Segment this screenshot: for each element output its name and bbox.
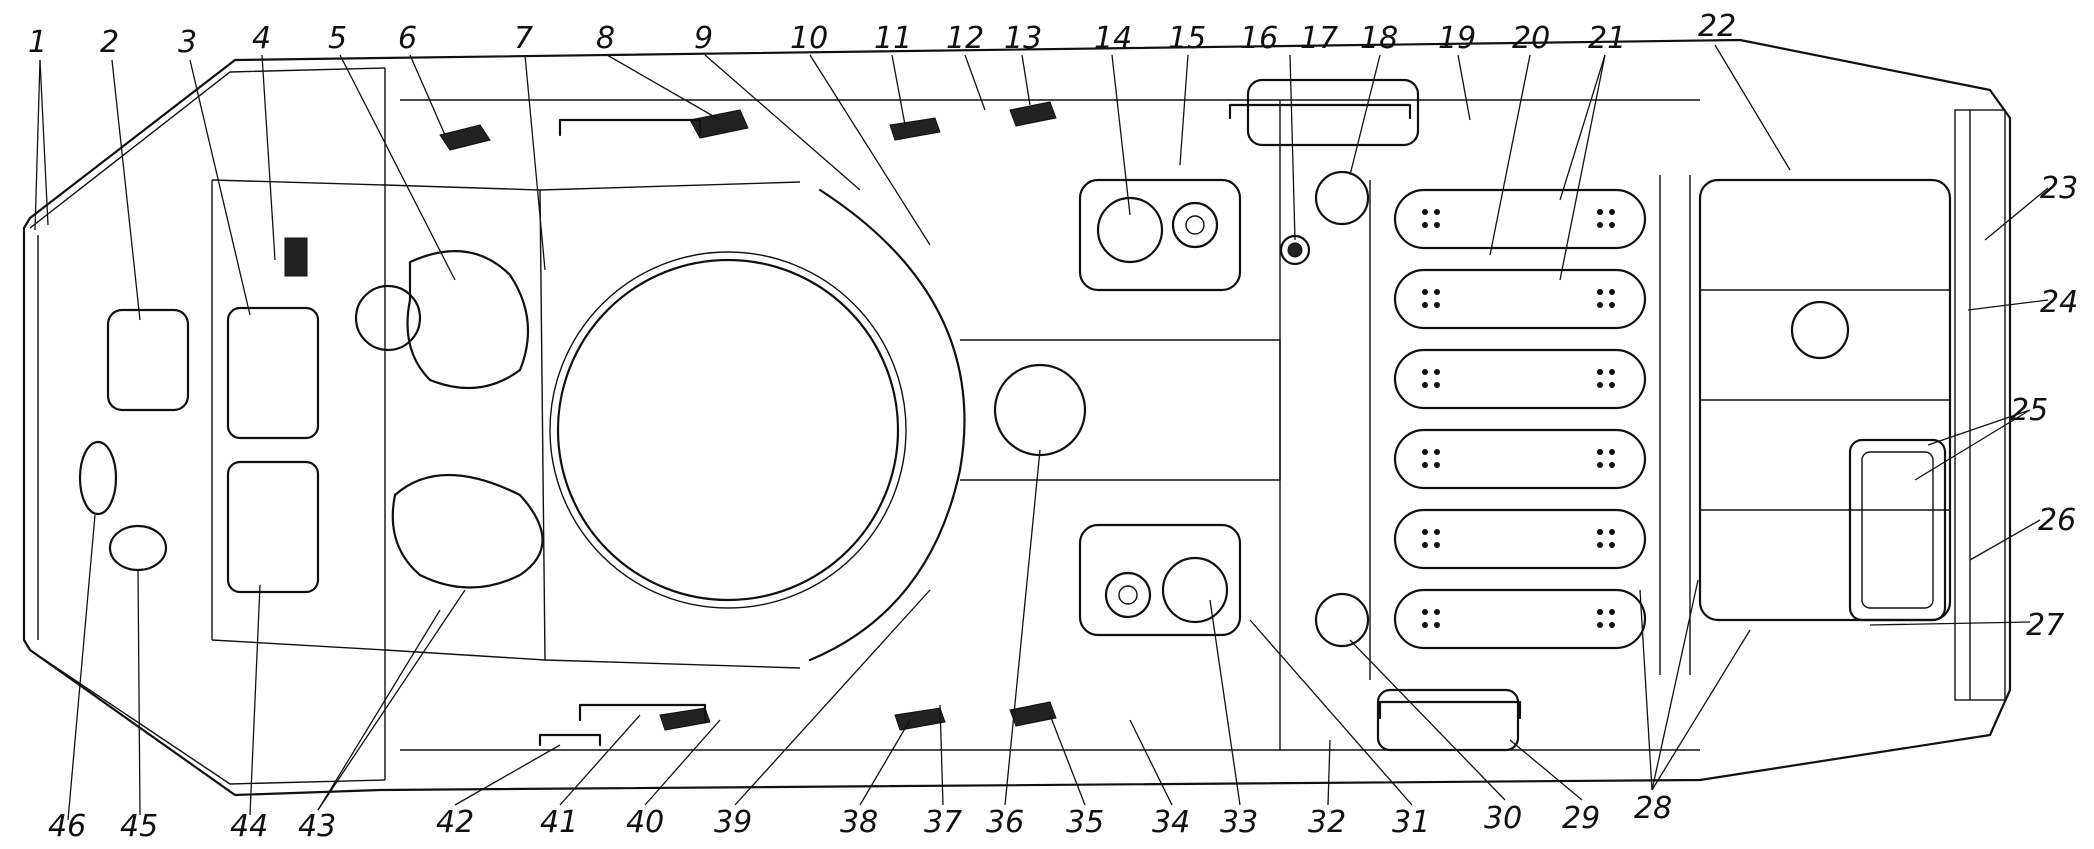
callout-34: 34 [1152,805,1190,840]
callout-12: 12 [946,21,984,56]
callout-15: 15 [1168,21,1206,56]
callout-21: 21 [1588,21,1626,56]
callout-19: 19 [1438,21,1476,56]
callout-labels: 1 2 3 4 5 6 7 8 9 10 11 12 13 14 15 16 1… [28,9,2078,844]
front-hatches [78,237,544,594]
grab-handles [538,78,1522,752]
callout-17: 17 [1300,21,1338,56]
callout-13: 13 [1004,21,1042,56]
callout-4: 4 [252,21,271,56]
callout-27: 27 [2026,608,2064,643]
callout-43: 43 [298,809,336,844]
callout-33: 33 [1220,805,1258,840]
callout-23: 23 [2040,171,2078,206]
callout-46: 46 [48,809,86,844]
crew-hatches [1078,178,1242,637]
callout-18: 18 [1360,21,1398,56]
leaders-right [1869,187,2049,626]
callout-24: 24 [2040,285,2078,320]
callout-6: 6 [398,21,417,56]
callout-29: 29 [1562,801,1600,836]
callout-44: 44 [230,809,268,844]
callout-42: 42 [436,805,474,840]
leaders-top [34,44,1791,321]
callout-5: 5 [328,21,347,56]
turret-ring [549,188,1281,662]
callout-30: 30 [1484,801,1522,836]
callout-36: 36 [986,805,1024,840]
callout-41: 41 [540,805,578,840]
callout-25: 25 [2010,393,2048,428]
vents [1279,170,1370,648]
callout-28: 28 [1634,791,1672,826]
callout-35: 35 [1066,805,1104,840]
callout-11: 11 [874,21,912,56]
callout-38: 38 [840,805,878,840]
callout-1: 1 [28,25,47,60]
leaders-bottom [67,449,1751,821]
periscope-blocks [439,101,1057,731]
callout-16: 16 [1240,21,1278,56]
callout-40: 40 [626,805,664,840]
callout-26: 26 [2038,503,2076,538]
callout-39: 39 [714,805,752,840]
engine-grilles [1393,188,1647,650]
callout-32: 32 [1308,805,1346,840]
callout-20: 20 [1512,21,1550,56]
callout-3: 3 [178,25,197,60]
callout-9: 9 [694,21,713,56]
callout-7: 7 [514,21,533,56]
callout-2: 2 [100,25,119,60]
callout-45: 45 [120,809,158,844]
callout-10: 10 [790,21,828,56]
callout-14: 14 [1094,21,1132,56]
callout-8: 8 [596,21,615,56]
callout-22: 22 [1698,9,1736,44]
callout-31: 31 [1392,805,1430,840]
rear-deck [1698,178,1952,622]
callout-37: 37 [924,805,962,840]
